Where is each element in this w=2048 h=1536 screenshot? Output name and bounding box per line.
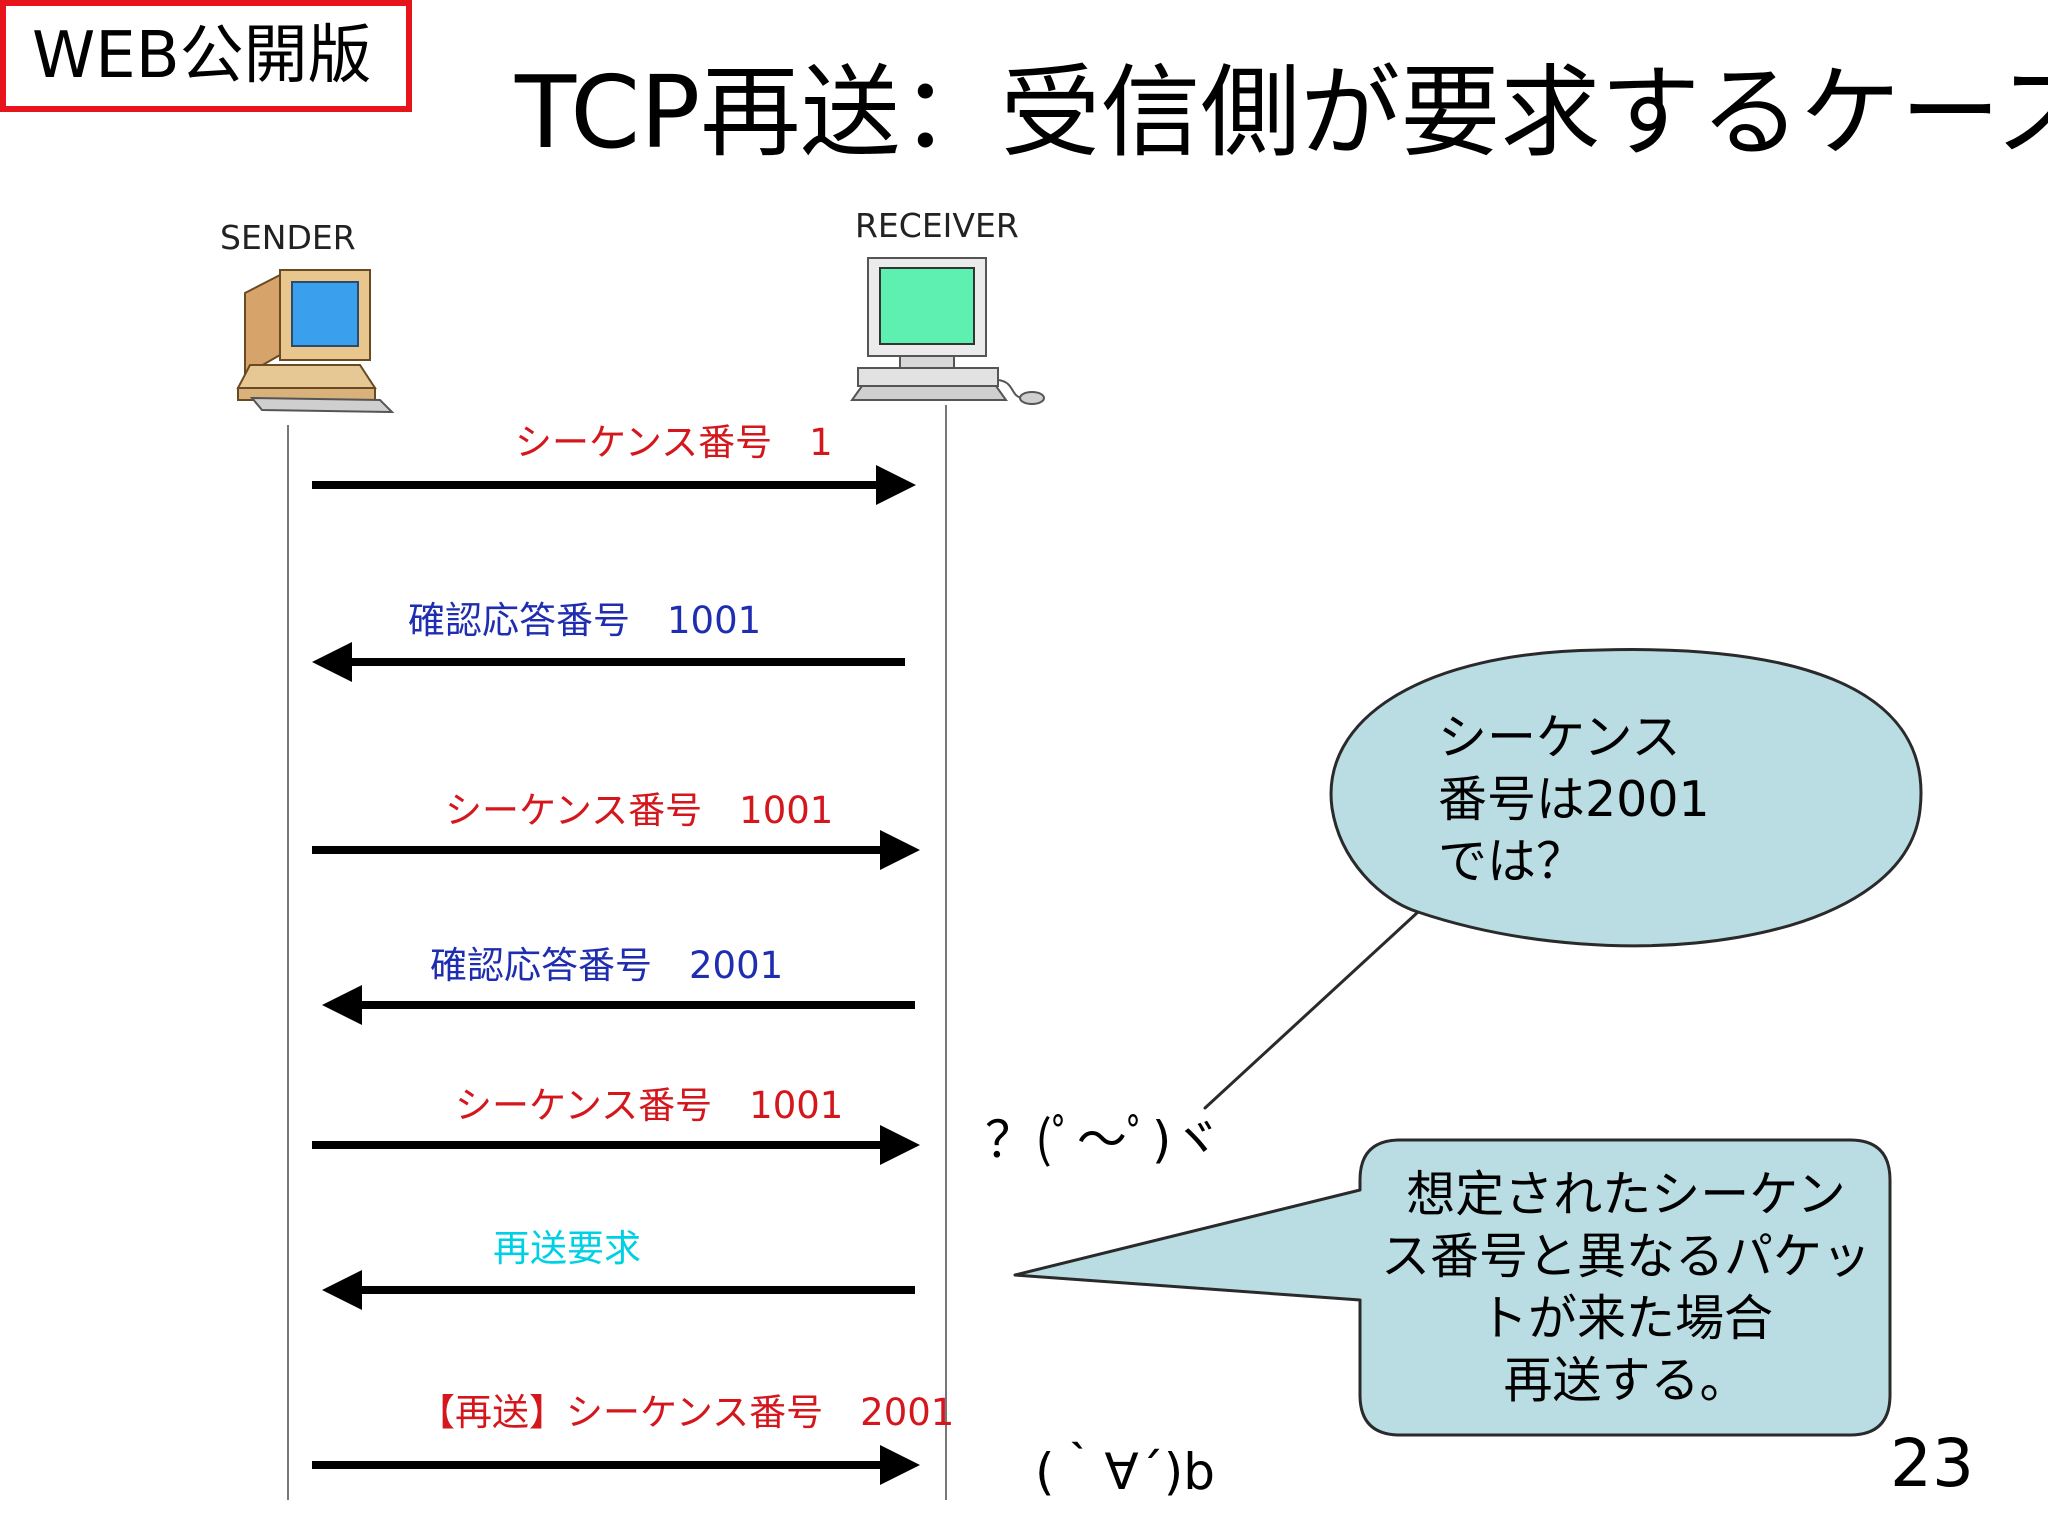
slide-title: TCP再送：受信側が要求するケース [515, 54, 2048, 171]
confused-face: ？(ﾟ～ﾟ)ヾ [985, 1111, 1222, 1169]
bubble-bottom-text: 想定されたシーケン ス番号と異なるパケッ トが来た場合 再送する。 [1362, 1164, 1890, 1412]
bubble-bottom-line: 再送する。 [1503, 1352, 1749, 1409]
label-retransmit-request: 再送要求 [493, 1227, 641, 1270]
sender-label: SENDER [220, 218, 356, 257]
label-ack-2001: 確認応答番号 2001 [430, 944, 784, 987]
bubble-top-line: 番号は2001 [1438, 771, 1710, 828]
bubble-top-line: では？ [1438, 833, 1586, 890]
label-seq-1: シーケンス番号 1 [515, 421, 833, 464]
sender-lifeline [287, 425, 289, 1500]
bubble-top-line: シーケンス [1438, 709, 1681, 766]
bubble-top-text: シーケンス 番号は2001 では？ [1438, 707, 1710, 893]
sender-computer-icon [236, 269, 395, 414]
label-resend-2001: 【再送】シーケンス番号 2001 [418, 1391, 955, 1434]
message-arrows [312, 465, 920, 1485]
speech-bubble-top [1203, 648, 1923, 1110]
speech-bubble-bottom [1013, 1138, 1892, 1437]
label-seq-1001: シーケンス番号 1001 [445, 789, 834, 832]
web-public-badge: WEB公開版 [0, 0, 412, 112]
happy-face: (｀∀´)b [1035, 1443, 1215, 1501]
label-ack-1001: 確認応答番号 1001 [408, 599, 762, 642]
bubble-bottom-line: ス番号と異なるパケッ [1380, 1228, 1871, 1285]
bubble-bottom-line: 想定されたシーケン [1406, 1166, 1846, 1223]
bubble-bottom-line: トが来た場合 [1478, 1290, 1773, 1347]
receiver-computer-icon [850, 257, 1045, 405]
receiver-label: RECEIVER [855, 206, 1019, 245]
receiver-lifeline [945, 405, 947, 1500]
label-seq-1001-again: シーケンス番号 1001 [455, 1084, 844, 1127]
page-number: 23 [1890, 1425, 1974, 1502]
